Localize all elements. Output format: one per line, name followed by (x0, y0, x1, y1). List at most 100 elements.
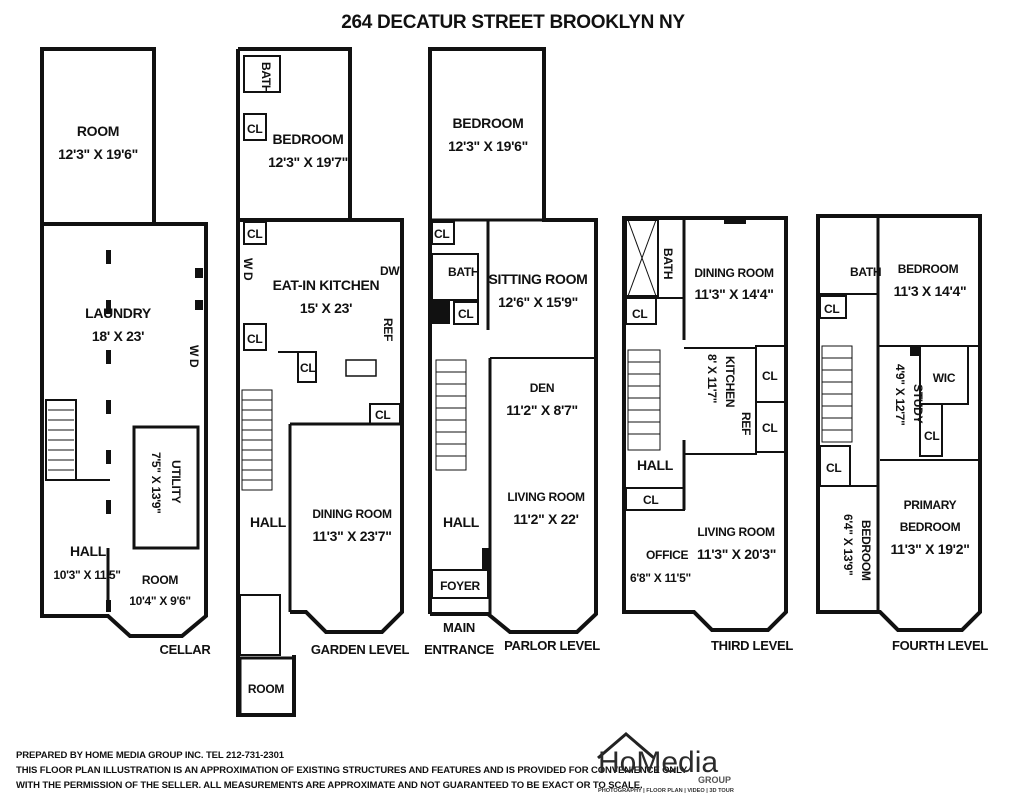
garden-cl3-label: CL (247, 332, 262, 346)
garden-room-label: ROOM (248, 682, 284, 696)
garden-dining-dim: 11'3" X 23'7" (312, 528, 391, 544)
laundry-label: LAUNDRY (85, 305, 152, 321)
cellar-level-label: CELLAR (160, 642, 212, 657)
fourth-bedroom2-label: BEDROOM (859, 520, 873, 581)
garden-bedroom-label: BEDROOM (272, 131, 343, 147)
garden-wd-label: W D (241, 258, 255, 281)
third-office-dim: 6'8" X 11'5" (630, 571, 691, 585)
garden-hall-label: HALL (250, 514, 287, 530)
third-kitchen-dim: 8' X 11'7" (705, 354, 719, 403)
parlor-cl2-label: CL (458, 307, 473, 321)
fourth-level-plan (816, 214, 982, 632)
main-entrance-label-1: MAIN (443, 620, 475, 635)
study-dim: 4'9" X 12'7" (893, 364, 907, 426)
garden-stairs (241, 389, 273, 491)
disclaimer-line-3: WITH THE PERMISSION OF THE SELLER. ALL M… (16, 780, 643, 791)
garden-cl2-label: CL (247, 227, 262, 241)
garden-bath-label: BATH (259, 62, 273, 93)
garden-cl1-label: CL (247, 122, 262, 136)
fourth-bedroom-dim: 11'3 X 14'4" (894, 283, 967, 299)
third-dining-label: DINING ROOM (694, 266, 774, 280)
third-stairs (627, 219, 661, 451)
logo-brand: HoMedia (598, 746, 718, 779)
wic-label: WIC (933, 371, 956, 385)
third-cl1-label: CL (632, 307, 647, 321)
third-column (724, 218, 746, 224)
cellar-room2-label: ROOM (142, 573, 178, 587)
garden-ref-label: REF (381, 318, 395, 341)
parlor-bedroom-dim: 12'3" X 19'6" (448, 138, 528, 154)
garden-dw-label: DW (380, 264, 400, 278)
sitting-room-dim: 12'6" X 15'9" (498, 294, 578, 310)
parlor-column-2 (482, 548, 490, 570)
cellar-columns (106, 250, 203, 612)
third-office-label: OFFICE (646, 548, 688, 562)
third-bath-label: BATH (661, 248, 675, 279)
cellar-stairs (48, 409, 74, 471)
fourth-cl1-label: CL (824, 302, 839, 316)
parlor-bath-label: BATH (448, 265, 479, 279)
disclaimer-line-2: THIS FLOOR PLAN ILLUSTRATION IS AN APPRO… (16, 765, 688, 776)
third-ref-label: REF (739, 412, 753, 435)
utility-label: UTILITY (169, 460, 183, 504)
cellar-room-label: ROOM (77, 123, 119, 139)
third-level-label: THIRD LEVEL (711, 638, 793, 653)
fourth-bedroom2-dim: 6'4" X 13'9" (841, 514, 855, 576)
fourth-level-label: FOURTH LEVEL (892, 638, 988, 653)
cellar-wd-label: W D (187, 345, 201, 368)
garden-dining-label: DINING ROOM (312, 507, 392, 521)
garden-cl5-label: CL (375, 408, 390, 422)
fourth-stairs (821, 345, 853, 443)
den-label: DEN (530, 381, 554, 395)
garden-level-label: GARDEN LEVEL (311, 642, 410, 657)
third-cl4-label: CL (643, 493, 658, 507)
den-dim: 11'2" X 8'7" (506, 402, 578, 418)
cellar-plan (40, 47, 208, 638)
garden-bedroom-dim: 12'3" X 19'7" (268, 154, 348, 170)
cellar-room-dim: 12'3" X 19'6" (58, 146, 138, 162)
disclaimer-line-1: PREPARED BY HOME MEDIA GROUP INC. TEL 21… (16, 750, 284, 761)
cellar-room2-dim: 10'4" X 9'6" (129, 594, 191, 608)
third-level-plan (622, 216, 788, 632)
eat-in-kitchen-label: EAT-IN KITCHEN (273, 277, 380, 293)
third-cl2-label: CL (762, 369, 777, 383)
primary-bedroom-label-1: PRIMARY (904, 498, 957, 512)
logo-roof-icon (597, 732, 655, 760)
fourth-bath-label: BATH (850, 265, 881, 279)
cellar-hall-dim: 10'3" X 11'5" (53, 568, 120, 582)
fourth-bedroom-label: BEDROOM (898, 262, 959, 276)
utility-dim: 7'5" X 13'9" (149, 452, 163, 514)
disclaimer: PREPARED BY HOME MEDIA GROUP INC. TEL 21… (16, 748, 687, 793)
parlor-bedroom-label: BEDROOM (452, 115, 523, 131)
primary-bedroom-label-2: BEDROOM (900, 520, 961, 534)
parlor-stairs (435, 359, 467, 471)
third-kitchen-label: KITCHEN (723, 356, 737, 407)
fourth-column (910, 346, 920, 356)
fourth-cl2-label: CL (924, 429, 939, 443)
parlor-living-dim: 11'2" X 22' (513, 511, 578, 527)
garden-plan (236, 47, 404, 717)
logo-tagline: PHOTOGRAPHY | FLOOR PLAN | VIDEO | 3D TO… (598, 788, 734, 794)
third-dining-dim: 11'3" X 14'4" (694, 286, 773, 302)
parlor-plan (428, 47, 598, 634)
parlor-column (432, 300, 450, 324)
third-living-dim: 11'3" X 20'3" (697, 546, 776, 562)
parlor-level-label: PARLOR LEVEL (504, 638, 600, 653)
laundry-dim: 18' X 23' (92, 328, 144, 344)
cellar-hall-label: HALL (70, 543, 107, 559)
third-hall-label: HALL (637, 457, 674, 473)
sitting-room-label: SITTING ROOM (488, 271, 587, 287)
parlor-hall-label: HALL (443, 514, 480, 530)
logo-group: GROUP (698, 775, 731, 785)
plan-title: 264 DECATUR STREET BROOKLYN NY (341, 12, 685, 33)
primary-bedroom-dim: 11'3" X 19'2" (890, 541, 969, 557)
garden-cl4-label: CL (300, 361, 315, 375)
foyer-label: FOYER (440, 579, 480, 593)
main-entrance-label-2: ENTRANCE (424, 642, 494, 657)
homedia-logo: HoMedia GROUP PHOTOGRAPHY | FLOOR PLAN |… (597, 732, 734, 794)
parlor-living-label: LIVING ROOM (507, 490, 585, 504)
fourth-cl3-label: CL (826, 461, 841, 475)
third-cl3-label: CL (762, 421, 777, 435)
eat-in-kitchen-dim: 15' X 23' (300, 300, 352, 316)
study-label: STUDY (911, 384, 925, 423)
